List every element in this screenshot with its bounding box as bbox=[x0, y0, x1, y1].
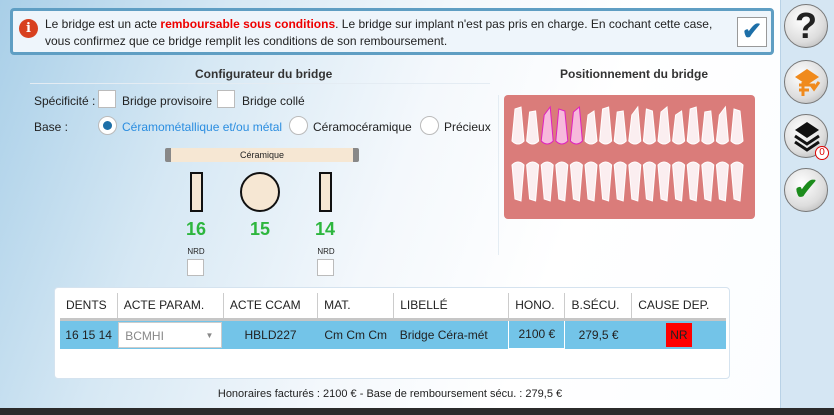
bridge-provisoire-label: Bridge provisoire bbox=[122, 94, 213, 108]
col-bsecu: B.SÉCU. bbox=[564, 293, 633, 321]
tooth-lower-6[interactable] bbox=[584, 161, 598, 202]
tooth-lower-11[interactable] bbox=[657, 161, 671, 202]
tooth-upper-16[interactable] bbox=[730, 108, 744, 145]
conditions-checkbox[interactable]: ✔ bbox=[737, 17, 767, 47]
col-acte-param: ACTE PARAM. bbox=[117, 293, 224, 321]
tooth-lower-12[interactable] bbox=[672, 161, 686, 202]
tooth-upper-7[interactable] bbox=[599, 106, 613, 145]
base-label: Base : bbox=[34, 120, 69, 134]
nrd-checkbox-16[interactable] bbox=[187, 259, 204, 276]
info-text: Le bridge est un acte remboursable sous … bbox=[45, 17, 713, 48]
bridge-provisoire-checkbox[interactable] bbox=[98, 90, 116, 108]
acte-param-select[interactable]: BCMHI ▼ bbox=[118, 321, 223, 348]
tooth-upper-1[interactable] bbox=[511, 106, 525, 145]
cell-dents: 16 15 14 bbox=[60, 319, 118, 349]
layers-count-badge: 0 bbox=[815, 146, 829, 160]
specificite-label: Spécificité : bbox=[34, 94, 96, 108]
radio-label-precieux: Précieux bbox=[444, 120, 491, 134]
radio-ceramoceramique[interactable] bbox=[289, 116, 308, 135]
tooth-number-15: 15 bbox=[249, 219, 271, 239]
cell-acte-ccam: HBLD227 bbox=[223, 319, 318, 349]
col-dents: DENTS bbox=[60, 293, 118, 321]
question-icon: ? bbox=[795, 5, 817, 46]
info-icon: i bbox=[19, 19, 38, 38]
tooth-upper-10[interactable] bbox=[642, 108, 656, 145]
tooth-number-14: 14 bbox=[314, 219, 336, 239]
divider bbox=[30, 83, 490, 84]
window-bottom-border bbox=[0, 408, 834, 415]
vertical-divider bbox=[498, 95, 499, 255]
tooth-lower-5[interactable] bbox=[569, 161, 583, 202]
cell-hono[interactable]: 2100 € bbox=[508, 318, 566, 349]
radio-label-ceramoceramique: Céramocéramique bbox=[313, 120, 412, 134]
configurator-title: Configurateur du bridge bbox=[195, 67, 333, 81]
cause-badge: NR bbox=[666, 322, 692, 347]
help-button[interactable]: ? bbox=[784, 4, 828, 48]
cell-libelle: Bridge Céra-mét bbox=[393, 319, 509, 349]
radio-label-ceramometallique: Céramométallique et/ou métal bbox=[122, 120, 283, 134]
check-icon: ✔ bbox=[793, 173, 819, 206]
pontic-tooth-15[interactable] bbox=[240, 172, 280, 212]
tooth-number-16: 16 bbox=[185, 219, 207, 239]
tooth-lower-9[interactable] bbox=[628, 161, 642, 202]
col-cause: CAUSE DEP. bbox=[631, 293, 726, 321]
tooth-lower-16[interactable] bbox=[730, 161, 744, 202]
col-mat: MAT. bbox=[317, 293, 395, 321]
tooth-lower-7[interactable] bbox=[599, 161, 613, 202]
main-panel: i Le bridge est un acte remboursable sou… bbox=[0, 0, 780, 408]
tooth-upper-15[interactable] bbox=[715, 105, 729, 145]
tooth-lower-13[interactable] bbox=[686, 161, 700, 202]
layers-button[interactable]: 0 bbox=[784, 114, 829, 160]
dental-chart[interactable] bbox=[504, 95, 755, 219]
tooth-upper-9[interactable] bbox=[628, 105, 642, 145]
tooth-lower-10[interactable] bbox=[642, 161, 656, 202]
summary-text: Honoraires facturés : 2100 € - Base de r… bbox=[217, 388, 563, 400]
ceramique-bar[interactable]: Céramique bbox=[165, 148, 359, 162]
acts-table: DENTS ACTE PARAM. ACTE CCAM MAT. LIBELLÉ… bbox=[54, 287, 730, 379]
tooth-upper-13[interactable] bbox=[686, 106, 700, 145]
validate-button[interactable]: ✔ bbox=[784, 168, 828, 212]
tooth-upper-2[interactable] bbox=[526, 110, 540, 145]
acte-param-value: BCMHI bbox=[125, 328, 164, 343]
info-banner: i Le bridge est un acte remboursable sou… bbox=[10, 8, 774, 55]
tooth-lower-1[interactable] bbox=[511, 161, 525, 202]
bridge-colle-label: Bridge collé bbox=[242, 94, 305, 108]
radio-ceramometallique[interactable] bbox=[98, 116, 117, 135]
pillar-tooth-14[interactable] bbox=[319, 172, 332, 212]
cell-bsecu: 279,5 € bbox=[564, 319, 632, 349]
tooth-lower-3[interactable] bbox=[540, 161, 554, 202]
cell-mat: Cm Cm Cm bbox=[317, 319, 394, 349]
tooth-upper-14[interactable] bbox=[701, 110, 715, 145]
nrd-label-14: NRD bbox=[317, 247, 335, 256]
tooth-upper-4[interactable] bbox=[555, 108, 569, 145]
tooth-lower-2[interactable] bbox=[526, 161, 540, 202]
tooth-lower-4[interactable] bbox=[555, 161, 569, 202]
tooth-upper-6[interactable] bbox=[584, 110, 598, 145]
bridge-colle-checkbox[interactable] bbox=[217, 90, 235, 108]
layers-edit-button[interactable] bbox=[784, 60, 828, 104]
chevron-down-icon: ▼ bbox=[205, 330, 214, 340]
layers-icon bbox=[794, 122, 820, 152]
col-hono: HONO. bbox=[508, 293, 566, 321]
tooth-lower-8[interactable] bbox=[613, 161, 627, 202]
table-header: DENTS ACTE PARAM. ACTE CCAM MAT. LIBELLÉ… bbox=[60, 293, 726, 321]
col-acte-ccam: ACTE CCAM bbox=[223, 293, 319, 321]
tooth-upper-11[interactable] bbox=[657, 106, 671, 145]
tooth-upper-12[interactable] bbox=[672, 110, 686, 145]
nrd-checkbox-14[interactable] bbox=[317, 259, 334, 276]
layers-orange-icon bbox=[795, 69, 821, 96]
tooth-upper-8[interactable] bbox=[613, 110, 627, 145]
col-libelle: LIBELLÉ bbox=[393, 293, 510, 321]
position-title: Positionnement du bridge bbox=[560, 67, 709, 81]
tooth-lower-15[interactable] bbox=[715, 161, 729, 202]
tooth-lower-14[interactable] bbox=[701, 161, 715, 202]
tooth-upper-5[interactable] bbox=[569, 106, 583, 145]
tooth-upper-3[interactable] bbox=[540, 105, 554, 145]
pillar-tooth-16[interactable] bbox=[190, 172, 203, 212]
radio-precieux[interactable] bbox=[420, 116, 439, 135]
table-row[interactable]: 16 15 14 BCMHI ▼ HBLD227 Cm Cm Cm Bridge … bbox=[60, 318, 726, 349]
nrd-label-16: NRD bbox=[187, 247, 205, 256]
